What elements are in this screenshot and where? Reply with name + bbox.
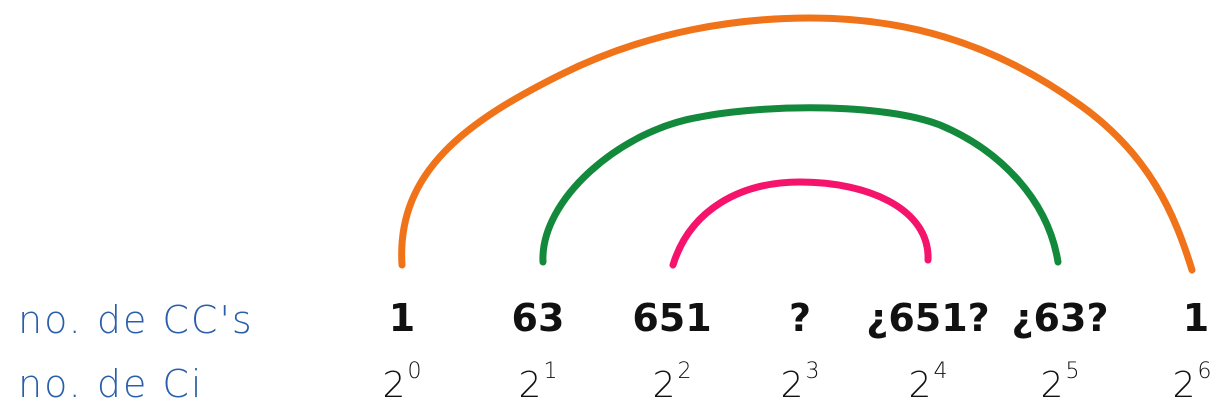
row-label-ci: no. de Ci [18,362,204,406]
count-value: 1 [388,296,416,340]
count-value: 63 [511,296,565,340]
count-value: ¿63? [1011,296,1109,340]
power-of-two: 24 [908,359,948,406]
count-value: ¿651? [866,296,990,340]
power-base: 2 [1172,365,1196,406]
power-exponent: 6 [1197,359,1212,384]
power-of-two: 23 [780,359,820,406]
power-exponent: 5 [1065,359,1080,384]
count-value: 1 [1182,296,1210,340]
row-label-cc: no. de CC's [18,298,254,342]
power-base: 2 [382,365,406,406]
power-exponent: 4 [933,359,948,384]
power-exponent: 1 [543,359,558,384]
power-exponent: 3 [805,359,820,384]
power-of-two: 20 [382,359,422,406]
arc-middle [539,104,1062,266]
power-of-two: 21 [518,359,558,406]
power-base: 2 [780,365,804,406]
power-exponent: 2 [677,359,692,384]
power-base: 2 [908,365,932,406]
power-base: 2 [652,365,676,406]
count-value: 651 [632,296,712,340]
power-base: 2 [1040,365,1064,406]
power-exponent: 0 [407,359,422,384]
power-of-two: 26 [1172,359,1212,406]
count-value: ? [788,296,812,340]
arc-outer [398,14,1196,274]
power-base: 2 [518,365,542,406]
arc-inner [669,178,932,269]
power-of-two: 22 [652,359,692,406]
power-of-two: 25 [1040,359,1080,406]
